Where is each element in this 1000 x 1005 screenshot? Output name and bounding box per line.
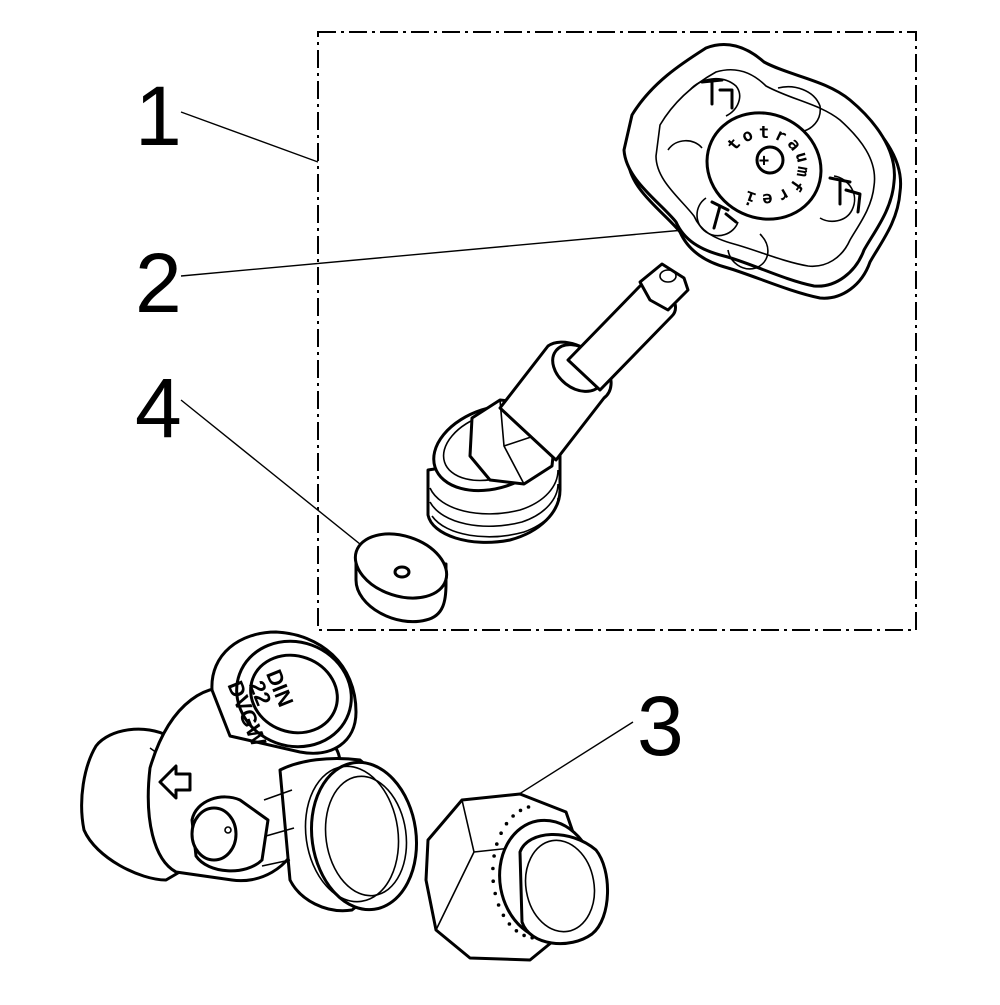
handwheel-spoke-6: [667, 139, 703, 151]
valve-body-drawing: DVGW 22 DIN: [80, 630, 419, 913]
union-nut-dot: [491, 866, 495, 871]
outlet-union-groove: [304, 765, 400, 903]
leader-line-4: [180, 399, 387, 566]
union-nut-dot: [507, 922, 512, 926]
union-nut-dot: [511, 814, 515, 818]
handwheel-spoke-2: [777, 86, 822, 133]
callout-number-3: 3: [637, 679, 684, 773]
kit-boundary-box: [317, 31, 917, 631]
union-tailpiece-bore: [524, 839, 596, 933]
leader-line-2: [180, 229, 685, 277]
thread-ring-2: [429, 483, 559, 528]
callout-number-1: 1: [135, 69, 182, 163]
union-nut-dot-ring: [491, 805, 534, 940]
union-nut-dot: [530, 935, 534, 940]
union-nut-dot: [493, 891, 498, 896]
union-nut-dot: [492, 854, 496, 858]
handwheel-brand-letter: e: [761, 188, 773, 209]
handwheel-spoke-5: [696, 197, 739, 237]
union-nut-dot: [514, 929, 519, 933]
outlet-union-opening: [324, 775, 408, 897]
union-nut-dot: [491, 879, 496, 883]
drain-plug-pin: [224, 826, 232, 834]
union-nut-dot: [501, 913, 506, 918]
union-nut-dot: [518, 808, 523, 813]
handwheel-logo-marks: [700, 78, 862, 230]
union-nut-drawing: [424, 792, 609, 962]
washer-drawing: [353, 532, 449, 624]
union-nut-dot: [526, 805, 531, 809]
bonnet-port-opening: [249, 653, 339, 735]
valve-drain-plug: [190, 806, 238, 862]
handwheel-spoke-4: [727, 233, 769, 270]
union-nut-dot: [496, 903, 501, 907]
callout-number-4: 4: [135, 361, 182, 455]
union-tailpiece: [518, 833, 609, 946]
leader-line-1: [180, 111, 319, 163]
flow-direction-arrow: [158, 764, 192, 800]
washer-hole: [393, 565, 411, 579]
union-nut-dot: [504, 821, 509, 826]
union-nut-dot: [499, 831, 503, 835]
handwheel-brand-letter: m: [792, 165, 813, 179]
handwheel-brand-letter: u: [791, 150, 813, 165]
union-nut-dot: [522, 933, 526, 938]
handwheel-center-screw: [755, 145, 785, 175]
callout-number-2: 2: [135, 236, 182, 330]
square-drive-hole: [659, 269, 677, 283]
thread-ring-3: [431, 497, 559, 538]
handwheel-center-mark: +: [759, 151, 769, 171]
thread-ring-1: [429, 469, 559, 515]
valve-top-part-drawing: [426, 262, 690, 544]
handwheel-brand-letter: t: [759, 123, 769, 143]
valve-body-ribs: [261, 789, 295, 867]
union-nut-dot: [495, 842, 499, 846]
